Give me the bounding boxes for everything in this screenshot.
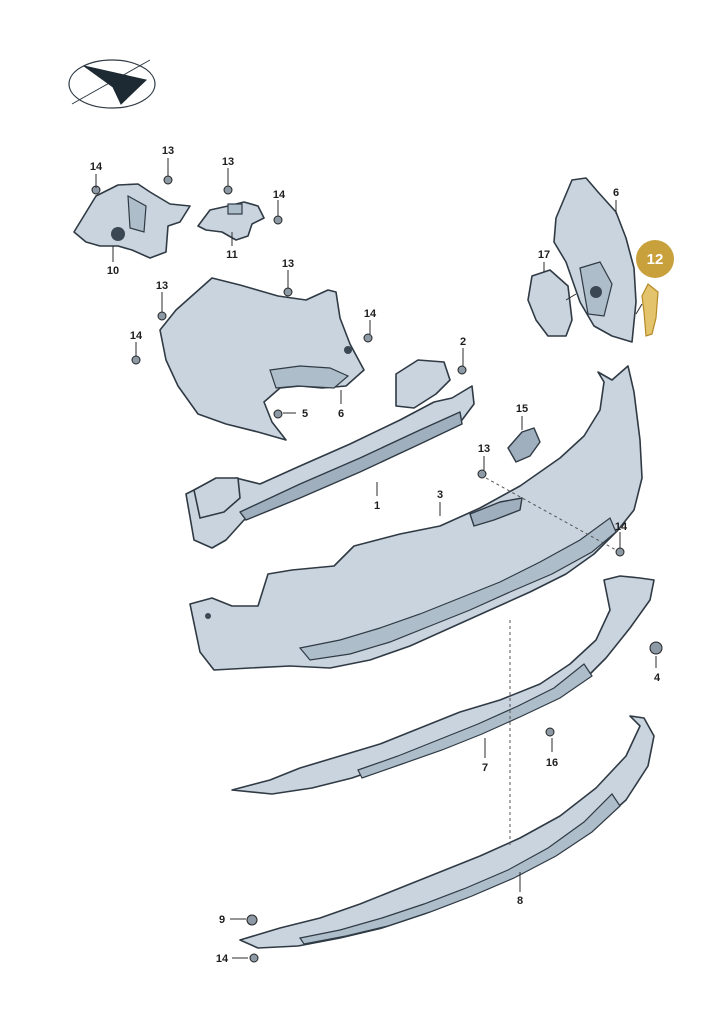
- highlighted-part-label: 12: [647, 251, 664, 268]
- callout-17: 17: [538, 249, 550, 261]
- callout-13: 13: [162, 145, 174, 157]
- callout-15: 15: [516, 403, 528, 415]
- part-6-right-side-cover: [553, 177, 637, 343]
- part-7-lower-diffuser: [231, 575, 655, 795]
- callout-labels: 14 13 13 14 10 11 13 13 14 14 6 5 2 1 6 …: [90, 145, 661, 965]
- callout-6: 6: [613, 187, 619, 199]
- callout-1: 1: [374, 500, 380, 512]
- part-1-bumper-beam: [185, 359, 475, 549]
- callout-4: 4: [654, 672, 661, 684]
- callout-14: 14: [273, 189, 286, 201]
- callout-8: 8: [517, 895, 523, 907]
- callout-7: 7: [482, 762, 488, 774]
- part-10-left-mounting-bracket: [73, 183, 191, 259]
- callout-13: 13: [156, 280, 168, 292]
- part-6-left-side-cover: [159, 277, 365, 441]
- callout-14: 14: [615, 521, 628, 533]
- callout-2: 2: [460, 336, 466, 348]
- part-11-small-bracket: [197, 201, 265, 241]
- callout-14: 14: [216, 953, 229, 965]
- callout-16: 16: [546, 757, 558, 769]
- callout-6: 6: [338, 408, 344, 420]
- callout-14: 14: [364, 308, 377, 320]
- callout-9: 9: [219, 914, 225, 926]
- callout-13: 13: [282, 258, 294, 270]
- callout-10: 10: [107, 265, 119, 277]
- callout-11: 11: [226, 249, 238, 261]
- part-15-small-cap: [507, 427, 541, 463]
- part-3-bumper-cover: [189, 365, 643, 671]
- highlighted-part-badge[interactable]: 12: [636, 240, 674, 278]
- leader-lines: [95, 158, 657, 959]
- callout-13: 13: [222, 156, 234, 168]
- part-12-highlighted-trim-strip: [641, 283, 659, 337]
- callout-13: 13: [478, 443, 490, 455]
- callout-5: 5: [302, 408, 308, 420]
- callout-14: 14: [130, 330, 143, 342]
- callout-14: 14: [90, 161, 103, 173]
- part-8-spoiler-lip: [239, 715, 655, 949]
- callout-3: 3: [437, 489, 443, 501]
- part-17-cover-cap: [527, 269, 573, 337]
- orientation-compass-icon: [68, 59, 156, 109]
